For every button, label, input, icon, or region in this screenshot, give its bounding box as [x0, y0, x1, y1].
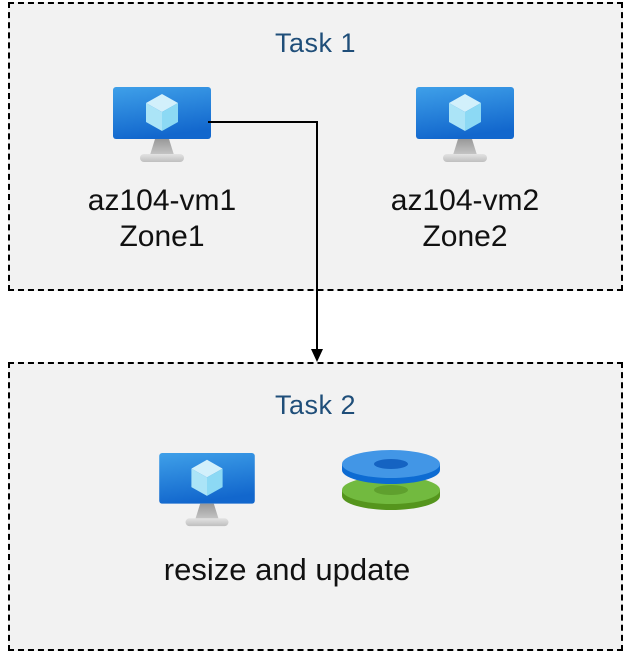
- virtual-machine-icon: [416, 87, 514, 162]
- managed-disks-icon: [342, 450, 440, 510]
- task2-box: Task 2 resize and: [8, 362, 623, 651]
- vm-name: az104-vm1: [87, 184, 237, 217]
- virtual-machine-icon: [113, 87, 211, 162]
- vm-name: az104-vm2: [390, 184, 540, 217]
- vm-item-az104-vm1: az104-vm1 Zone1: [52, 86, 272, 255]
- vm-zone: Zone2: [422, 220, 508, 253]
- disk-green: [342, 476, 440, 510]
- task2-title: Task 2: [274, 390, 357, 420]
- vm-zone: Zone1: [119, 220, 205, 253]
- arrowhead-icon: [311, 349, 323, 362]
- task2-caption: resize and update: [163, 552, 411, 587]
- virtual-machine-icon: [159, 452, 255, 527]
- disk-blue: [342, 450, 440, 484]
- task1-box: Task 1: [8, 2, 623, 291]
- task1-title: Task 1: [274, 28, 357, 58]
- vm-item-az104-vm2: az104-vm2 Zone2: [355, 86, 575, 255]
